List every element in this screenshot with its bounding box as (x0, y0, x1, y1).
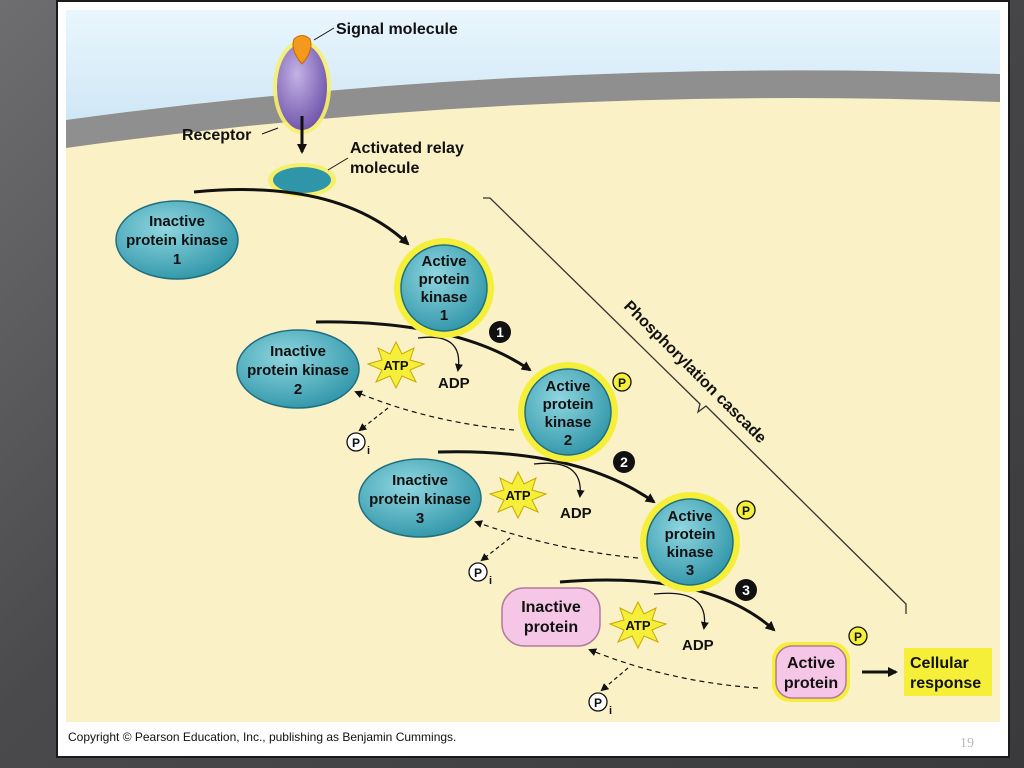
active-kinase-3-line1: Active (667, 508, 712, 525)
inactive-kinase-2 (236, 329, 360, 409)
cellular-response-box (904, 648, 992, 696)
atp-label-1: ATP (383, 358, 408, 373)
pi-label-3: P (594, 696, 602, 710)
inactive-kinase-1-line3: 1 (173, 251, 181, 268)
relay-label-line2: molecule (350, 160, 419, 177)
atp-starburst-1 (366, 340, 426, 390)
cellular-response-line2: response (910, 675, 981, 692)
pi-sub-2: i (489, 575, 492, 587)
phosphate-icon-2 (468, 562, 488, 582)
phosphate-badge-protein-label: P (854, 630, 862, 644)
active-kinase-1-line3: kinase (421, 289, 468, 306)
copyright-text: Copyright © Pearson Education, Inc., pub… (68, 730, 457, 744)
receptor-label: Receptor (182, 127, 251, 144)
inactive-kinase-2-line2: protein kinase (247, 362, 349, 379)
inactive-kinase-1-line1: Inactive (149, 213, 205, 230)
adp-label-1: ADP (438, 375, 470, 392)
inactive-kinase-3 (358, 458, 482, 538)
inactive-protein-line2: protein (524, 619, 578, 636)
phosphate-badge-2 (612, 372, 632, 392)
page-number: 19 (960, 736, 974, 751)
slide: Signal molecule Receptor Activated relay… (56, 0, 1010, 758)
atp-label-2: ATP (505, 488, 530, 503)
pi-sub-1: i (367, 445, 370, 457)
active-kinase-1-line1: Active (421, 253, 466, 270)
cellular-response-line1: Cellular (910, 655, 969, 672)
phosphate-badge-3 (736, 500, 756, 520)
active-protein-line2: protein (784, 675, 838, 692)
step-3-badge (735, 579, 757, 601)
inactive-kinase-3-line2: protein kinase (369, 491, 471, 508)
receptor-shape (277, 44, 327, 130)
inactive-kinase-2-line1: Inactive (270, 343, 326, 360)
active-kinase-3-line3: kinase (667, 544, 714, 561)
inactive-kinase-2-line3: 2 (294, 381, 302, 398)
active-kinase-2-line1: Active (545, 378, 590, 395)
active-kinase-3 (646, 498, 734, 586)
phosphate-icon-3 (588, 692, 608, 712)
atp-label-3: ATP (625, 618, 650, 633)
active-kinase-1-line4: 1 (440, 307, 448, 324)
relay-label-line1: Activated relay (350, 140, 464, 157)
adp-label-3: ADP (682, 637, 714, 654)
active-kinase-2 (524, 368, 612, 456)
phosphate-badge-3-label: P (742, 504, 750, 518)
active-kinase-3-line4: 3 (686, 562, 694, 579)
active-kinase-1-line2: protein (419, 271, 470, 288)
active-kinase-3-line2: protein (665, 526, 716, 543)
active-kinase-2-line4: 2 (564, 432, 572, 449)
active-kinase-2-line2: protein (543, 396, 594, 413)
step-3-number: 3 (742, 582, 750, 598)
step-2-number: 2 (620, 454, 628, 470)
adp-label-2: ADP (560, 505, 592, 522)
relay-molecule-shape (273, 167, 331, 193)
signal-transduction-diagram: Signal molecule Receptor Activated relay… (66, 10, 1000, 722)
inactive-protein (501, 587, 601, 647)
phosphate-badge-protein (848, 626, 868, 646)
inactive-kinase-1 (115, 200, 239, 280)
step-1-number: 1 (496, 324, 504, 340)
active-protein-line1: Active (787, 655, 835, 672)
atp-starburst-3 (608, 600, 668, 650)
plasma-membrane (66, 70, 1000, 148)
inactive-protein-line1: Inactive (521, 599, 581, 616)
step-2-badge (613, 451, 635, 473)
active-kinase-1 (400, 244, 488, 332)
signal-molecule-shape (292, 35, 312, 65)
inactive-kinase-1-line2: protein kinase (126, 232, 228, 249)
inactive-kinase-3-line1: Inactive (392, 472, 448, 489)
phosphate-icon-1 (346, 432, 366, 452)
pi-label-2: P (474, 566, 482, 580)
pi-label-1: P (352, 436, 360, 450)
step-1-badge (489, 321, 511, 343)
pi-sub-3: i (609, 705, 612, 717)
atp-starburst-2 (488, 470, 548, 520)
signal-molecule-label: Signal molecule (336, 21, 458, 38)
phosphate-badge-2-label: P (618, 376, 626, 390)
inactive-kinase-3-line3: 3 (416, 510, 424, 527)
active-kinase-2-line3: kinase (545, 414, 592, 431)
active-protein (775, 645, 847, 699)
